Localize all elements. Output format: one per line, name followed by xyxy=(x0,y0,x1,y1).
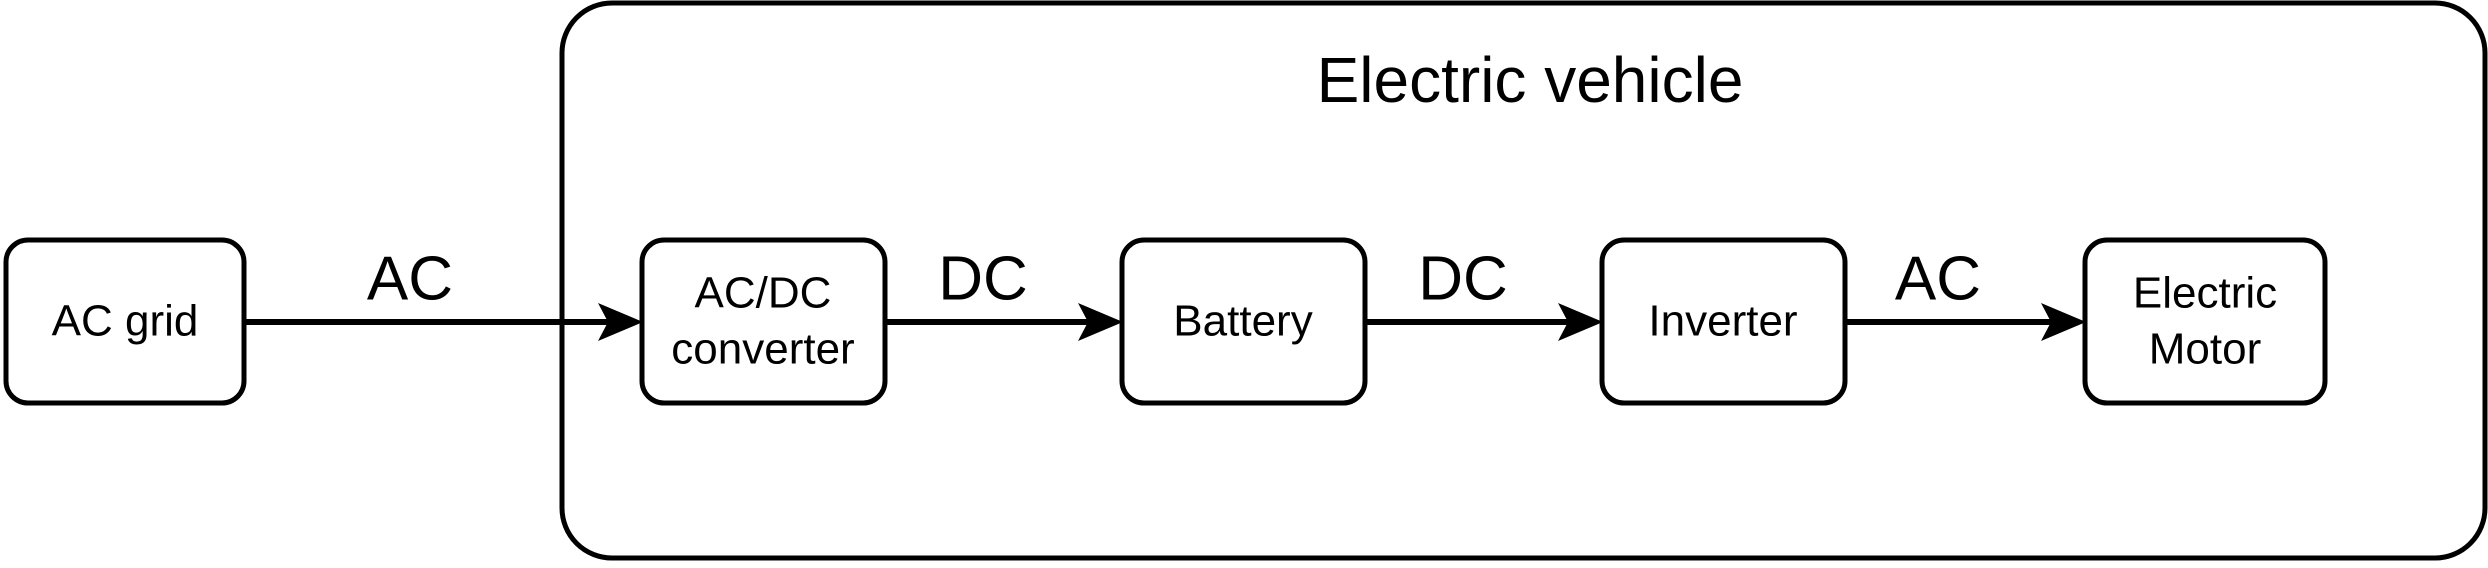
node-ac-dc-converter[interactable]: AC/DC converter xyxy=(639,237,888,406)
edge-label-ac-2: AC xyxy=(1895,244,1981,313)
node-inverter[interactable]: Inverter xyxy=(1599,237,1848,406)
edge-battery-to-inverter[interactable]: DC xyxy=(1365,244,1603,341)
node-label-ac-dc-converter-line2: converter xyxy=(671,325,854,374)
electric-vehicle-group-border xyxy=(559,0,2488,561)
node-label-inverter: Inverter xyxy=(1648,297,1797,346)
node-box xyxy=(1599,237,1848,406)
electric-vehicle-group[interactable]: Electric vehicle xyxy=(559,0,2488,561)
edge-inverter-to-motor[interactable]: AC xyxy=(1845,244,2086,341)
arrow-head-icon xyxy=(1078,303,1123,341)
node-box xyxy=(1119,237,1368,406)
node-label-battery: Battery xyxy=(1173,297,1312,346)
node-label-electric-motor-line2: Motor xyxy=(2149,325,2261,374)
node-box xyxy=(2082,237,2328,406)
node-box xyxy=(3,237,247,406)
edge-label-dc-2: DC xyxy=(1418,244,1508,313)
node-label-electric-motor-line1: Electric xyxy=(2133,269,2277,318)
node-electric-motor[interactable]: Electric Motor xyxy=(2082,237,2328,406)
arrow-head-icon xyxy=(598,303,643,341)
arrow-head-icon xyxy=(2041,303,2086,341)
edge-label-ac-1: AC xyxy=(367,244,453,313)
node-ac-grid[interactable]: AC grid xyxy=(3,237,247,406)
node-label-ac-dc-converter-line1: AC/DC xyxy=(695,269,832,318)
node-battery[interactable]: Battery xyxy=(1119,237,1368,406)
node-label-ac-grid: AC grid xyxy=(52,297,199,346)
edge-converter-to-battery[interactable]: DC xyxy=(885,244,1123,341)
edge-grid-to-converter[interactable]: AC xyxy=(244,244,643,341)
electric-vehicle-group-label: Electric vehicle xyxy=(1317,44,1744,116)
edge-label-dc-1: DC xyxy=(938,244,1028,313)
node-box xyxy=(639,237,888,406)
arrow-head-icon xyxy=(1558,303,1603,341)
